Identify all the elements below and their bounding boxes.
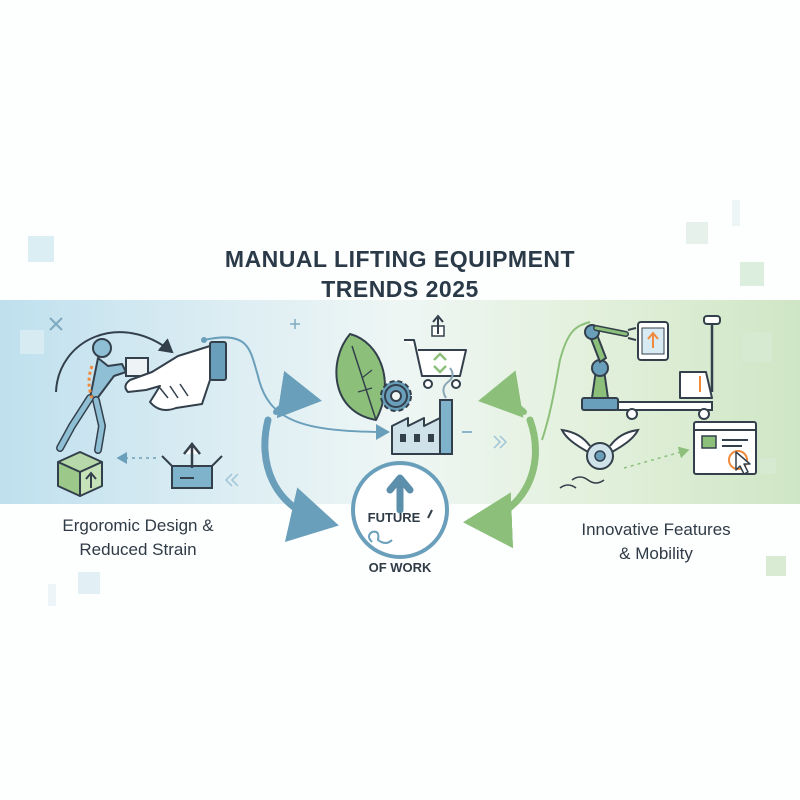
decor-square (740, 262, 764, 286)
winged-wheel-icon (559, 428, 640, 489)
decor-square (78, 572, 100, 594)
future-of-work-badge (351, 461, 449, 559)
big-arrow-right (273, 370, 322, 419)
left-caption-line-1: Ergoromic Design & (62, 516, 214, 535)
gear-icon (380, 380, 412, 412)
decor-square (686, 222, 708, 244)
plus-mark-icon (290, 319, 300, 329)
decor-square (742, 332, 772, 362)
title-line-2: TRENDS 2025 (321, 276, 479, 302)
web-window-click-icon (693, 421, 757, 475)
chevrons-icon (493, 435, 508, 449)
pallet-jack-icon (617, 315, 721, 420)
left-caption-line-2: Reduced Strain (79, 540, 197, 559)
chevrons-icon (224, 473, 239, 487)
factory-icon (391, 367, 454, 455)
tablet-upload-icon (637, 321, 669, 361)
decor-square (732, 200, 740, 226)
left-caption: Ergoromic Design & Reduced Strain (38, 514, 238, 562)
open-box-up-icon (161, 441, 223, 489)
right-caption: Innovative Features & Mobility (556, 518, 756, 566)
title-line-1: MANUAL LIFTING EQUIPMENT (224, 246, 576, 272)
big-arrow-down (261, 416, 339, 543)
right-caption-line-2: & Mobility (619, 544, 693, 563)
box-up-icon (57, 451, 103, 497)
dotted-arrow (623, 446, 690, 469)
recycle-cart-icon (404, 314, 467, 389)
center-word-of-work: OF WORK (368, 560, 432, 575)
curved-arrow (55, 331, 174, 393)
robot-arm-icon (581, 324, 637, 411)
up-arrow-icon (386, 474, 414, 514)
connector-line (203, 336, 390, 440)
squiggle-icon (368, 530, 393, 544)
connector-line (541, 321, 591, 441)
right-caption-line-1: Innovative Features (581, 520, 731, 539)
decor-square (766, 556, 786, 576)
big-arrow-left (478, 370, 527, 418)
worker-lifting-icon (56, 338, 149, 454)
decor-square (20, 330, 44, 354)
decor-square (28, 236, 54, 262)
cross-mark-icon (49, 317, 63, 331)
decor-square (760, 458, 776, 474)
helping-hand-icon (124, 337, 227, 411)
pen-icon (427, 509, 433, 519)
center-word-future: FUTURE (367, 510, 421, 525)
big-arrow-down-left (463, 416, 539, 549)
leaf-icon (335, 333, 386, 421)
decor-square (48, 584, 56, 606)
